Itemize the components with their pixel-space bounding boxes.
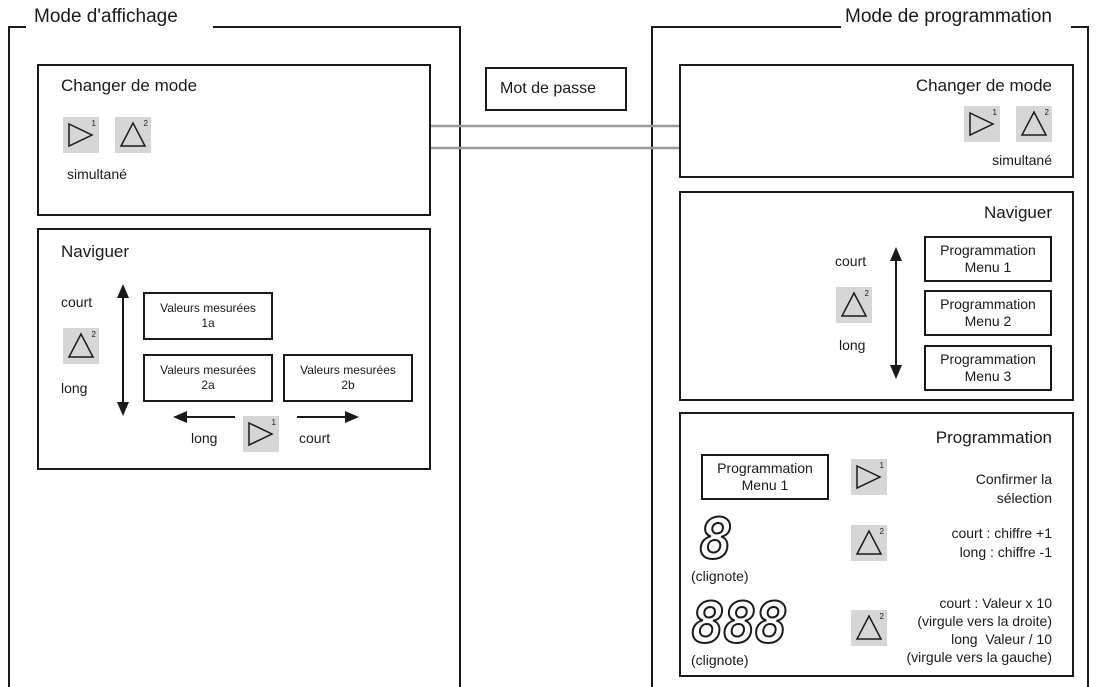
password-label: Mot de passe [500,80,597,97]
left-nav-court: court [61,294,93,310]
left-cm-key-1[interactable]: 1 [63,117,99,153]
right-change-mode-heading: Changer de mode [915,76,1052,95]
values-1a-box: Valeurs mesurées 1a [143,292,273,340]
triangle-right-icon [856,464,882,490]
left-cm-key-2[interactable]: 2 [115,117,151,153]
blink-label-1: (clignote) [691,568,749,584]
prog-menu-2-box: Programmation Menu 2 [924,290,1052,336]
triangle-up-icon [67,332,95,358]
triple-digit-display: 888 [690,591,789,656]
arrow-left-long [173,411,235,423]
triangle-up-icon [1020,110,1048,136]
triangle-right-icon [969,111,995,137]
triangle-up-icon [855,614,883,640]
right-navigate-heading: Naviguer [983,203,1052,222]
arrow-right-court [297,411,359,423]
left-nav-long: long [61,380,88,396]
right-programming-box: Programmation Programmation Menu 1 1 Con… [679,412,1074,677]
vertical-double-arrow [890,247,902,379]
right-change-mode-box: Changer de mode 1 2 simultané [679,64,1074,178]
vertical-double-arrow [117,284,129,416]
digit-rule-text: court : chiffre +1 long : chiffre -1 [951,525,1052,560]
left-nav-bottom-court: court [299,430,331,446]
left-nav-key-1[interactable]: 1 [243,416,279,452]
single-digit-display: 8 [698,507,734,572]
value-rule-text: court : Valeur x 10 (virgule vers la dro… [906,595,1052,665]
right-cm-key-2[interactable]: 2 [1016,106,1052,142]
right-nav-key-2[interactable]: 2 [836,287,872,323]
left-change-mode-heading: Changer de mode [61,76,198,95]
left-navigate-heading: Naviguer [61,242,130,261]
blink-label-2: (clignote) [691,652,749,668]
left-panel-title: Mode d'affichage [34,6,178,27]
left-nav-key-2[interactable]: 2 [63,328,99,364]
prog-menu-3-box: Programmation Menu 3 [924,345,1052,391]
right-cm-key-1[interactable]: 1 [964,106,1000,142]
right-navigate-box: Naviguer court 2 long Programmation Menu… [679,191,1074,401]
right-nav-court: court [835,253,867,269]
right-programming-heading: Programmation [935,428,1052,447]
right-panel-title: Mode de programmation [845,6,1052,27]
left-cm-caption: simultané [67,166,127,182]
prog-menu-1-box: Programmation Menu 1 [924,236,1052,282]
confirm-text: Confirmer la sélection [975,471,1052,506]
triangle-up-icon [840,291,868,317]
left-change-mode-box: Changer de mode 1 2 simultané [37,64,431,216]
password-box: Mot de passe [485,67,627,111]
triangle-up-icon [855,529,883,555]
left-nav-bottom-long: long [191,430,218,446]
triangle-right-icon [68,122,94,148]
values-2b-box: Valeurs mesurées 2b [283,354,413,402]
right-cm-caption: simultané [992,152,1052,168]
triangle-right-icon [248,421,274,447]
prog-key-2[interactable]: 2 [851,525,887,561]
prog-key-1[interactable]: 1 [851,459,887,495]
prog-key-2b[interactable]: 2 [851,610,887,646]
values-2a-box: Valeurs mesurées 2a [143,354,273,402]
triangle-up-icon [119,121,147,147]
prog-menu-1-select-box: Programmation Menu 1 [701,454,829,500]
right-nav-long: long [839,337,866,353]
left-navigate-box: Naviguer court 2 long Valeurs mesurées 1… [37,228,431,470]
